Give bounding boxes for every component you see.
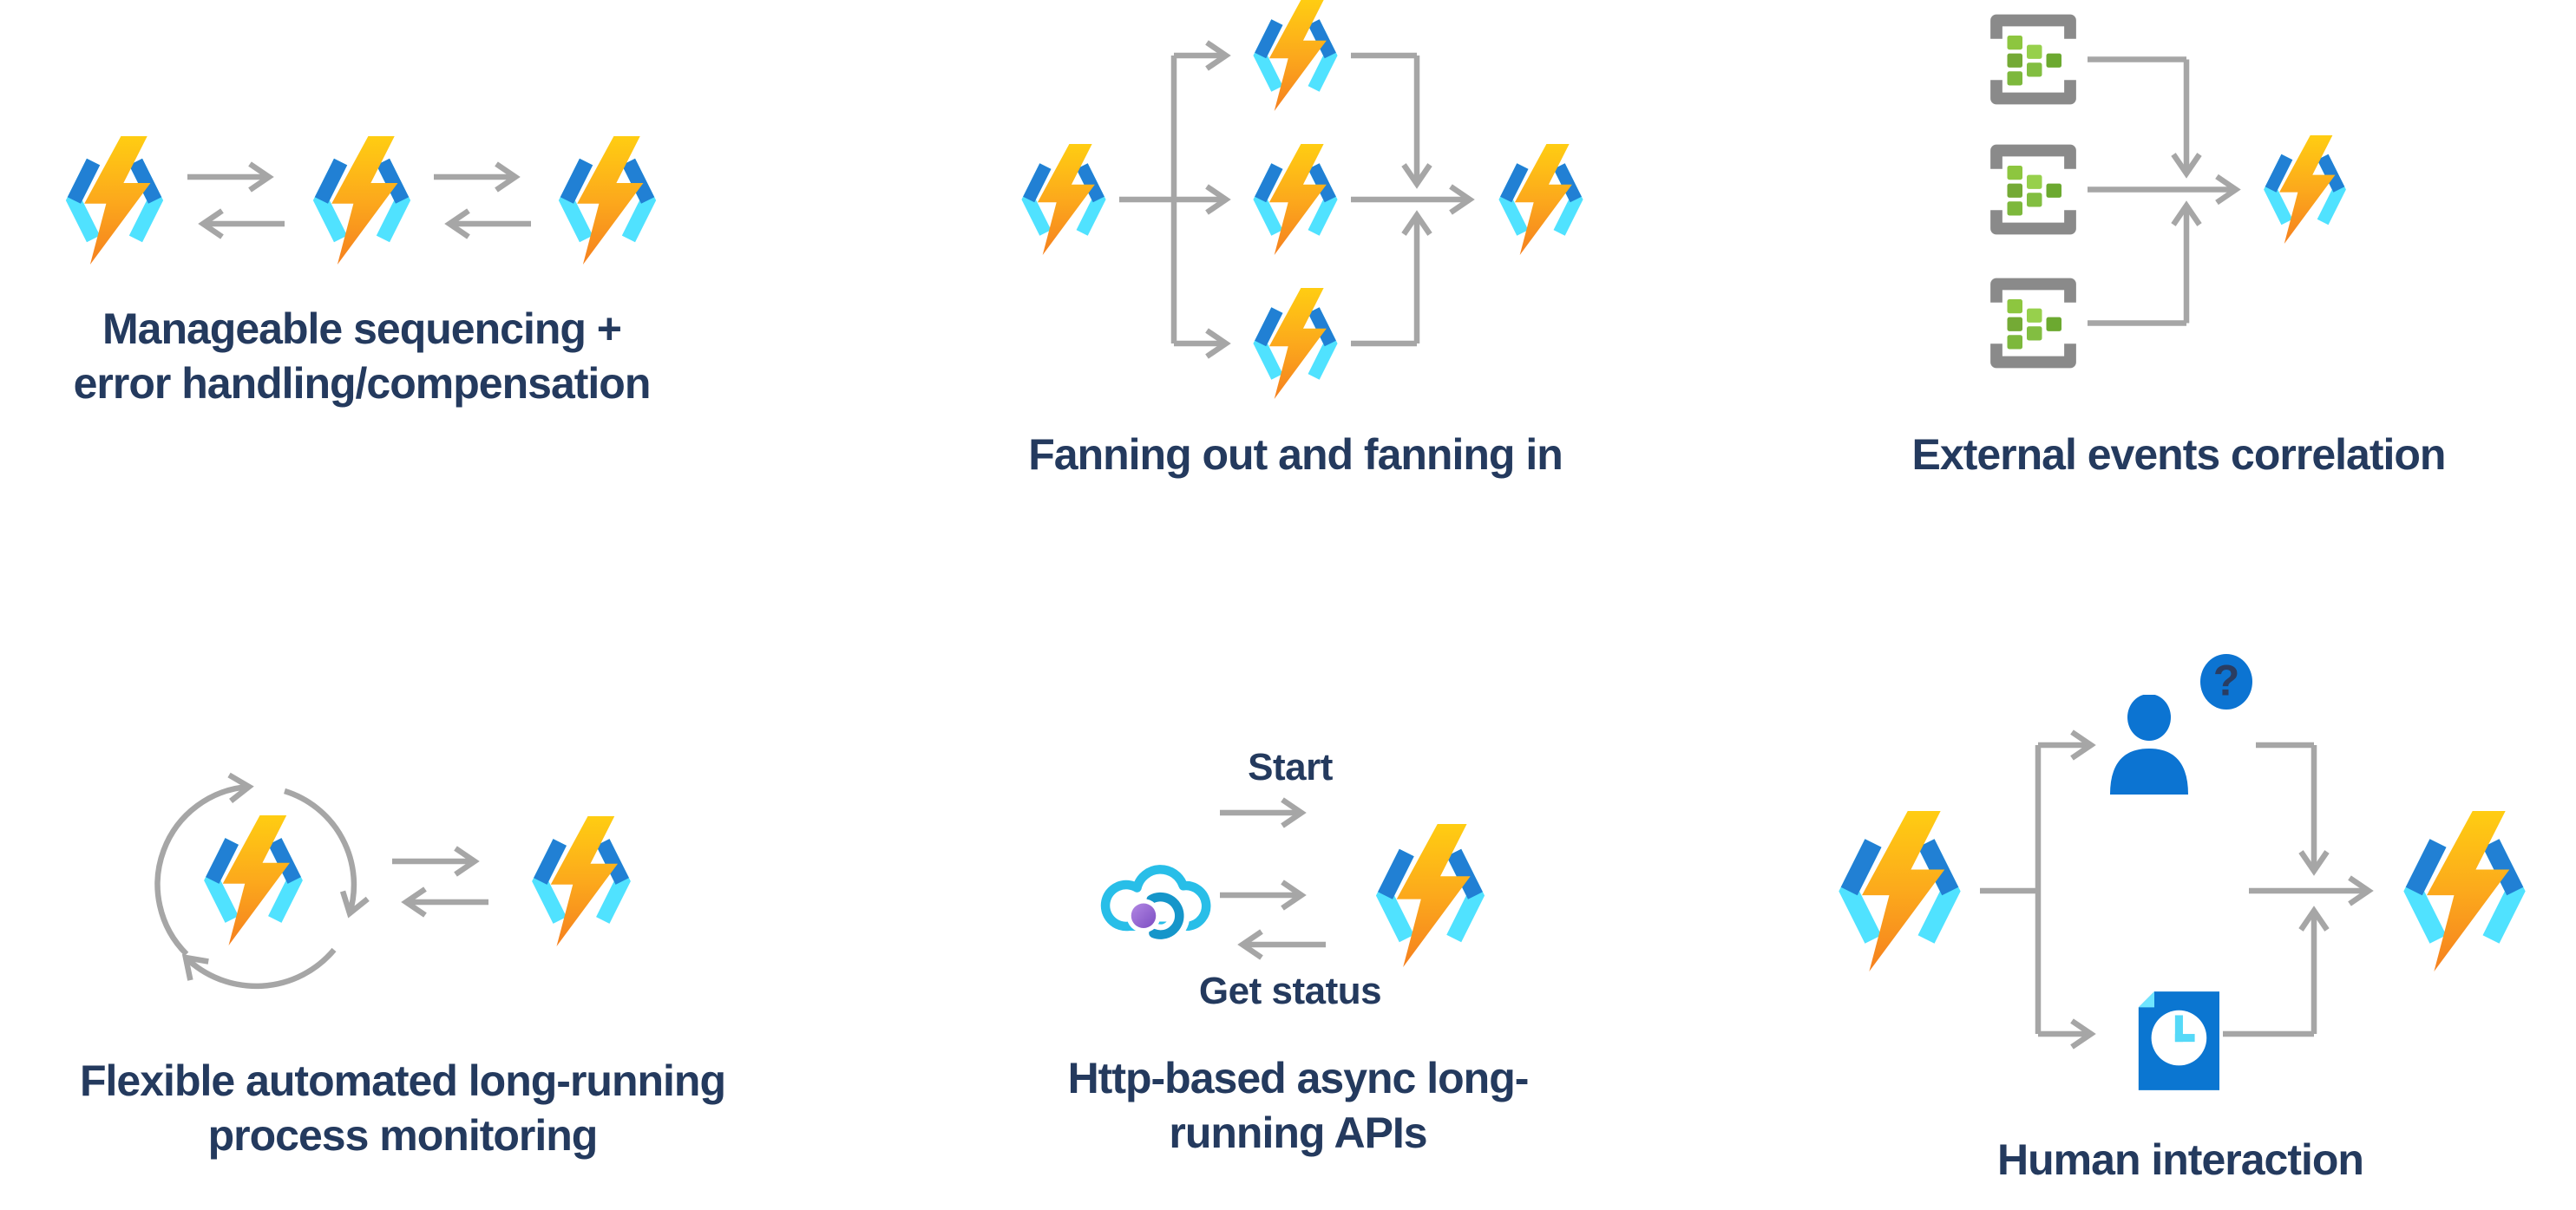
start-label: Start: [1248, 746, 1333, 788]
event-source-icon: [1996, 285, 2070, 363]
panel-async-http-diagram: [1105, 797, 1476, 967]
azure-function-icon: [321, 136, 402, 265]
azure-function-icon: [1849, 811, 1950, 971]
human-interaction-connectors: [1980, 729, 2374, 1050]
panel-sequencing-diagram: [74, 136, 647, 265]
azure-function-icon: [1261, 144, 1331, 255]
get-status-label: Get status: [1198, 970, 1382, 1012]
person-icon: [2110, 695, 2188, 795]
caption-sequencing: Manageable sequencing + error handling/c…: [73, 302, 652, 411]
caption-async-http-line2: running APIs: [1169, 1109, 1427, 1157]
panel-external-events-diagram: [1996, 21, 2339, 363]
caption-external-events: External events correlation: [1911, 430, 2447, 479]
azure-function-icon: [2271, 135, 2339, 244]
caption-monitoring-line2: process monitoring: [207, 1111, 599, 1160]
caption-sequencing-line2: error handling/compensation: [73, 359, 652, 408]
azure-function-icon: [2414, 811, 2515, 971]
question-badge-glyph: ?: [2212, 656, 2240, 705]
caption-sequencing-line1: Manageable sequencing +: [102, 304, 622, 353]
azure-function-icon: [1506, 144, 1576, 255]
azure-function-icon: [567, 136, 647, 265]
azure-function-icon: [1261, 0, 1331, 111]
monitoring-arrows: [392, 846, 488, 918]
azure-function-icon: [213, 815, 295, 945]
async-http-arrows: [1220, 797, 1326, 960]
events-connectors: [2088, 56, 2241, 326]
azure-function-icon: [1029, 144, 1099, 255]
caption-monitoring-line1: Flexible automated long-running: [80, 1056, 726, 1105]
cloud-client-icon: [1105, 869, 1206, 934]
timer-document-icon: [2138, 991, 2219, 1090]
panel-monitoring-diagram: [154, 772, 623, 990]
caption-human-interaction: Human interaction: [1997, 1135, 2364, 1184]
caption-async-http-line1: Http-based async long-: [1067, 1054, 1530, 1102]
question-badge-icon: [2200, 654, 2252, 710]
azure-function-icon: [1261, 288, 1331, 399]
event-source-icon: [1996, 21, 2070, 99]
caption-async-http: Http-based async long- running APIs: [1067, 1051, 1530, 1161]
panel-human-interaction-diagram: [1849, 654, 2515, 1090]
sequencing-arrows: [187, 161, 531, 239]
event-source-icon: [1996, 151, 2070, 229]
azure-function-icon: [74, 136, 154, 265]
azure-function-icon: [541, 816, 623, 946]
fan-out-in-connectors: [1119, 40, 1475, 359]
panel-fan-out-in-diagram: [1029, 0, 1576, 399]
caption-fan-out-in: Fanning out and fanning in: [1028, 430, 1563, 479]
monitoring-cycle-arrows: [154, 772, 370, 990]
azure-function-icon: [1386, 824, 1476, 967]
caption-monitoring: Flexible automated long-running process …: [80, 1054, 726, 1163]
